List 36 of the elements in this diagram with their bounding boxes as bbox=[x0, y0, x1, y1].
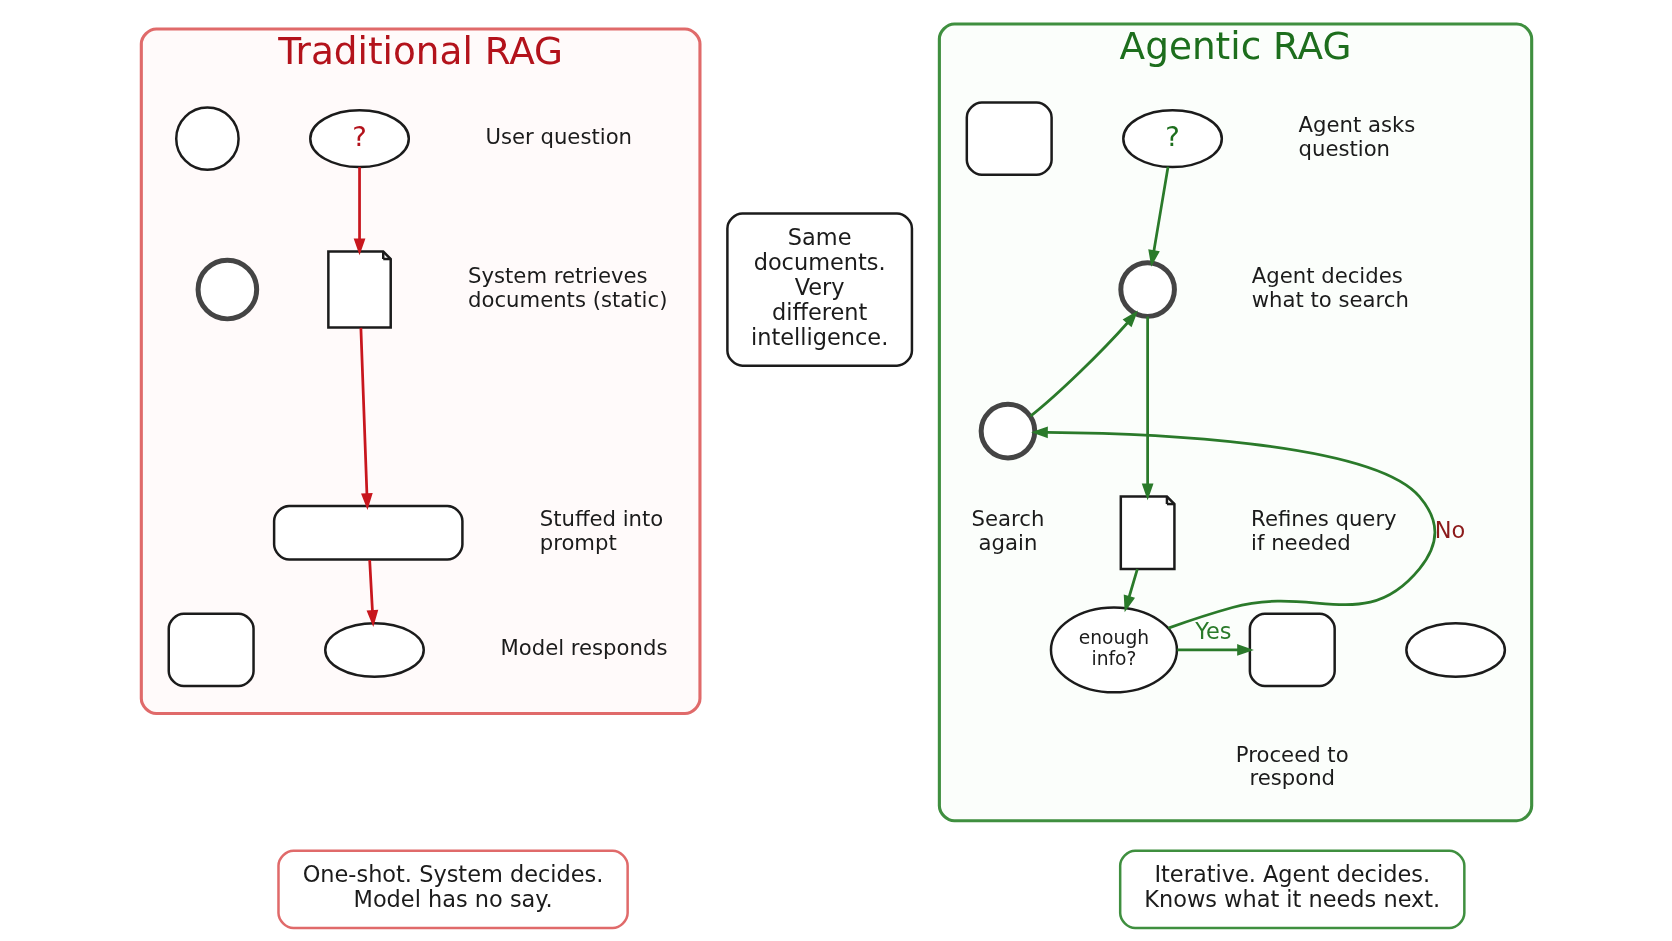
arrow bbox=[366, 559, 378, 627]
node-box: One-shot. System decides. Model has no say. bbox=[276, 848, 629, 929]
node-box bbox=[1248, 612, 1336, 687]
edge-label: No bbox=[1434, 516, 1465, 543]
node-box: Same documents. Very different intelligence. bbox=[725, 211, 913, 367]
node-box bbox=[272, 504, 464, 561]
arrow bbox=[1030, 425, 1436, 629]
node-label: System retrieves documents (static) bbox=[467, 262, 667, 312]
node-bubble bbox=[1404, 621, 1506, 678]
node-label: Proceed to respond bbox=[1235, 741, 1349, 790]
arrow bbox=[1029, 310, 1138, 417]
node-ellipse: ? bbox=[308, 108, 410, 168]
arrow bbox=[353, 166, 365, 255]
node-person bbox=[174, 105, 240, 171]
node-label: Refines query if needed bbox=[1250, 505, 1397, 555]
arrow bbox=[1123, 568, 1139, 612]
node-box bbox=[167, 612, 255, 687]
node-label: Search again bbox=[971, 505, 1044, 555]
node-bubble bbox=[323, 621, 425, 678]
node-circle bbox=[1117, 259, 1177, 319]
node-ellipse: enough info? bbox=[1049, 605, 1178, 694]
arrow bbox=[359, 327, 373, 510]
node-ellipse: ? bbox=[1121, 108, 1223, 168]
node-circle bbox=[195, 257, 259, 321]
node-box: Iterative. Agent decides. Knows what it needs next. bbox=[1118, 848, 1466, 929]
node-label: Stuffed into prompt bbox=[539, 505, 663, 555]
node-box bbox=[965, 100, 1053, 176]
arrow bbox=[1147, 166, 1169, 267]
edge-label: Yes bbox=[1194, 617, 1232, 644]
arrow bbox=[1141, 316, 1153, 500]
arrow bbox=[1176, 643, 1254, 656]
node-circle bbox=[978, 401, 1037, 460]
node-label: User question bbox=[484, 123, 632, 149]
node-label: Model responds bbox=[499, 634, 667, 660]
node-label: Agent decides what to search bbox=[1251, 262, 1409, 312]
node-label: Agent asks question bbox=[1298, 111, 1415, 161]
